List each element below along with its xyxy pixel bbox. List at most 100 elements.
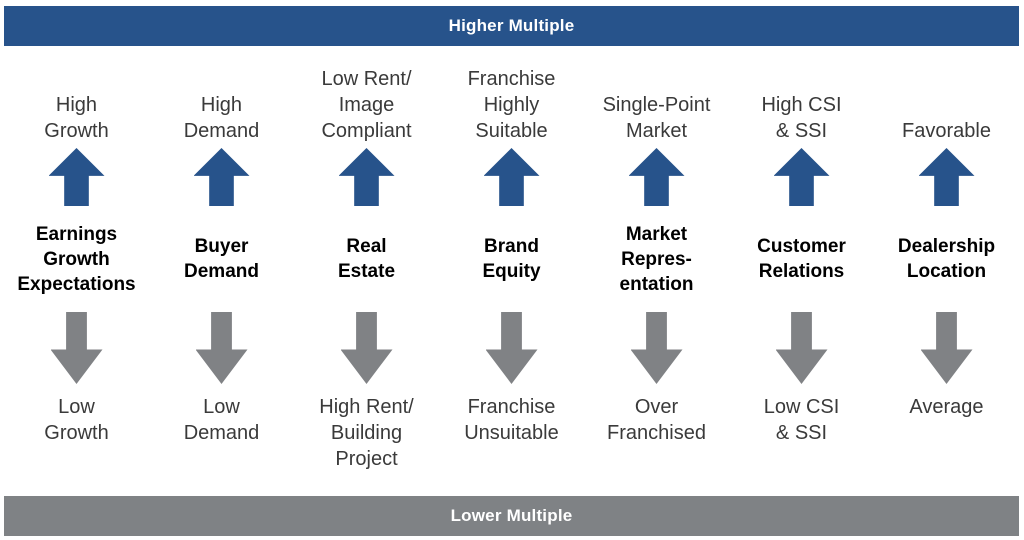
bottom-label-line: Building [330,422,403,444]
top-label-line: High [200,94,243,116]
arrow-down-row [920,308,973,394]
arrow-up-icon [338,148,395,206]
top-label-line: Market [625,120,688,142]
bottom-label-line: Low CSI [763,396,840,418]
factor-label-line: Brand [484,236,539,257]
factor-column-buyer-demand: High Demand Buyer Demand Low Demand [149,52,294,500]
bottom-label-line: Low [58,396,95,418]
top-label: Franchise Highly Suitable [468,52,556,144]
top-label: High Growth [44,52,108,144]
factor-label-line: Growth [43,248,110,270]
factor-column-customer-relations: High CSI & SSI Customer Relations Low CS… [729,52,874,500]
factor-label-line: Earnings [35,223,118,245]
bottom-label: Over Franchised [607,394,706,500]
arrow-up-icon [628,148,685,206]
factor-label: Buyer Demand [184,210,259,308]
factor-label-line: entation [619,273,694,295]
factor-label: Earnings Growth Expectations [17,210,135,308]
arrow-up-row [193,144,250,210]
top-label-line: High [55,94,98,116]
factor-label-line: Dealership [897,236,996,257]
bottom-label: Average [909,394,983,500]
top-label-line: Favorable [902,120,991,142]
arrow-down-row [195,308,248,394]
factor-label-line: Relations [758,261,845,282]
factor-label: Brand Equity [482,210,540,308]
bottom-label-line: Demand [183,422,260,444]
bottom-label: Low CSI & SSI [764,394,840,500]
factor-label-line: Equity [482,261,541,282]
top-label-line: Single-Point [602,94,711,116]
top-label: High Demand [184,52,260,144]
bottom-label-line: & SSI [775,422,828,444]
factor-label-line: Estate [337,261,396,282]
arrow-down-row [50,308,103,394]
arrow-down-icon [50,312,103,384]
arrow-down-icon [920,312,973,384]
arrow-up-row [918,144,975,210]
top-label-line: Low Rent/ [321,68,412,90]
bottom-label-line: High Rent/ [319,396,414,418]
bottom-label-line: Low [203,396,240,418]
factor-label-line: Market [625,223,688,245]
arrow-up-icon [918,148,975,206]
arrow-up-row [773,144,830,210]
factor-label-line: Demand [184,261,259,282]
factor-columns: High Growth Earnings Growth Expectations… [4,52,1019,492]
arrow-down-row [485,308,538,394]
arrow-up-icon [193,148,250,206]
bottom-label-line: Over [634,396,679,418]
arrow-up-icon [483,148,540,206]
top-label-line: & SSI [775,120,828,142]
top-label-line: Highly [483,94,540,116]
top-label-line: Franchise [467,68,556,90]
arrow-down-row [630,308,683,394]
factor-column-earnings-growth-expectations: High Growth Earnings Growth Expectations… [4,52,149,500]
factor-label: Customer Relations [757,210,846,308]
bottom-label-line: Growth [44,422,109,444]
top-label-line: Growth [44,120,109,142]
arrow-up-row [48,144,105,210]
factor-column-real-estate: Low Rent/ Image Compliant Real Estate Hi… [294,52,439,500]
arrow-down-row [775,308,828,394]
bottom-label-line: Franchised [607,422,706,444]
lower-multiple-banner-label: Lower Multiple [450,506,573,525]
arrow-up-row [483,144,540,210]
arrow-down-row [340,308,393,394]
top-label-line: Image [338,94,395,116]
bottom-label-line: Average [909,396,984,418]
factor-label-line: Repres- [621,248,692,270]
top-label: Single-Point Market [603,52,711,144]
top-label: High CSI & SSI [761,52,841,144]
factor-column-dealership-location: Favorable Dealership Location Average [874,52,1019,500]
factor-label-line: Expectations [17,273,136,295]
top-label-line: Compliant [321,120,412,142]
top-label: Low Rent/ Image Compliant [321,52,411,144]
factor-label: Market Repres- entation [620,210,694,308]
factor-column-brand-equity: Franchise Highly Suitable Brand Equity F… [439,52,584,500]
factor-column-market-representation: Single-Point Market Market Repres- entat… [584,52,729,500]
arrow-down-icon [630,312,683,384]
lower-multiple-banner: Lower Multiple [4,496,1019,536]
bottom-label: High Rent/ Building Project [319,394,414,500]
factor-label-line: Buyer [194,236,249,257]
arrow-down-icon [775,312,828,384]
arrow-up-icon [773,148,830,206]
higher-multiple-banner: Higher Multiple [4,6,1019,46]
factor-label: Dealership Location [898,210,995,308]
arrow-up-icon [48,148,105,206]
arrow-up-row [628,144,685,210]
bottom-label: Low Growth [44,394,108,500]
factor-label-line: Location [906,261,987,282]
factor-label: Real Estate [338,210,395,308]
top-label-line: Demand [183,120,260,142]
bottom-label-line: Franchise [467,396,556,418]
arrow-down-icon [195,312,248,384]
factor-label-line: Customer [757,236,846,257]
factor-label-line: Real [346,236,387,257]
bottom-label-line: Unsuitable [464,422,559,444]
top-label-line: High CSI [761,94,842,116]
bottom-label: Franchise Unsuitable [464,394,559,500]
arrow-up-row [338,144,395,210]
